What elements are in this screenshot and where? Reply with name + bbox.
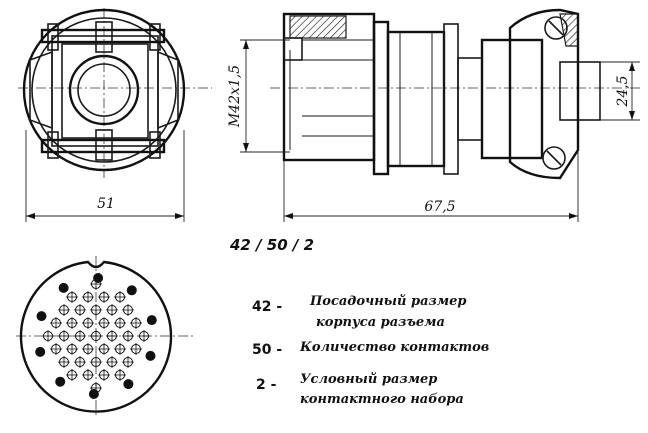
contact-crosshair [90, 330, 102, 342]
contact-crosshair [82, 369, 94, 381]
contact-crosshair [130, 343, 142, 355]
contact-crosshair [114, 343, 126, 355]
front-screw-bottom-center [95, 129, 113, 161]
contact-crosshair [74, 304, 86, 316]
contact-crosshair [50, 317, 62, 329]
contact-crosshair [138, 330, 150, 342]
front-view: 51 [18, 8, 212, 222]
contact-filled [145, 350, 156, 361]
contact-crosshair [66, 317, 78, 329]
front-outer-rim [22, 8, 186, 172]
length-dimension-label: 67,5 [424, 199, 455, 215]
contact-crosshair [106, 330, 118, 342]
legend-item-3-line2: контактного набора [300, 392, 464, 407]
side-clamp-screw-bottom [542, 146, 566, 170]
thread-dimension-label: M42x1,5 [227, 65, 243, 128]
contact-filled [55, 376, 66, 387]
contact-crosshair [122, 330, 134, 342]
width-dimension-label: 51 [97, 196, 115, 212]
legend-item-1-line1: Посадочный размер [309, 294, 467, 309]
designation-code: 42 / 50 / 2 [229, 236, 314, 254]
contact-crosshair [74, 330, 86, 342]
front-center-opening-inner [77, 63, 131, 117]
contact-crosshair [98, 291, 110, 303]
front-screw-top-right [149, 23, 161, 51]
front-screw-top-left [47, 23, 59, 51]
contact-crosshair [122, 356, 134, 368]
legend-item-2-line1: Количество контактов [299, 340, 489, 355]
front-inner-rim [31, 17, 177, 163]
front-center-opening-outer [68, 54, 140, 126]
side-body-cylinder [386, 30, 446, 168]
contact-crosshair [82, 291, 94, 303]
legend: 42 - Посадочный размер корпуса разъема 5… [252, 294, 489, 407]
contact-crosshair [114, 291, 126, 303]
contact-crosshair [106, 304, 118, 316]
side-clamp-screw-top-slot [548, 20, 564, 36]
contact-crosshair [90, 304, 102, 316]
contact-crosshair [74, 356, 86, 368]
front-top-clamp [40, 28, 166, 44]
legend-item-3-line1: Условный размер [300, 372, 437, 387]
pin-layout-contacts [35, 273, 157, 399]
front-bottom-clamp [40, 138, 166, 154]
contact-crosshair [114, 369, 126, 381]
contact-filled [88, 389, 99, 399]
legend-item-3-number: 2 - [256, 377, 277, 393]
contact-crosshair [114, 317, 126, 329]
front-left-wedge [29, 50, 53, 130]
contact-crosshair [106, 356, 118, 368]
contact-crosshair [98, 343, 110, 355]
contact-crosshair [122, 304, 134, 316]
contact-crosshair [66, 343, 78, 355]
legend-item-1-number: 42 - [252, 299, 282, 315]
side-view: M42x1,5 24,5 67,5 [227, 8, 640, 222]
contact-filled [36, 311, 47, 322]
side-cable-stub [559, 61, 601, 121]
front-screw-bottom-right [149, 131, 161, 159]
contact-filled [146, 315, 157, 326]
contact-crosshair [42, 330, 54, 342]
side-neck [457, 57, 483, 141]
contact-crosshair [58, 304, 70, 316]
contact-crosshair [50, 343, 62, 355]
side-flange [372, 20, 390, 176]
side-body-collar [443, 23, 459, 175]
contact-filled [126, 285, 137, 296]
side-back-shell [480, 38, 544, 160]
side-nut-hatched-section [289, 15, 347, 39]
contact-crosshair [98, 317, 110, 329]
contact-crosshair [66, 291, 78, 303]
front-screw-top-center [95, 21, 113, 53]
pin-layout [16, 256, 196, 418]
pin-layout-insert-outline [19, 260, 173, 413]
contact-crosshair [82, 317, 94, 329]
legend-item-2-number: 50 - [252, 342, 282, 358]
side-nut-thread-top [283, 37, 303, 61]
legend-item-1-line2: корпуса разъема [316, 315, 445, 330]
contact-filled [123, 379, 134, 390]
front-screw-bottom-left [47, 131, 59, 159]
side-clamp-screw-bottom-slot [546, 150, 562, 166]
contact-crosshair [66, 369, 78, 381]
contact-filled [93, 273, 104, 283]
contact-crosshair [90, 356, 102, 368]
front-body-inner [61, 43, 149, 139]
side-clamp-hatched-section [559, 13, 579, 47]
front-right-wedge [157, 50, 179, 130]
contact-crosshair [98, 369, 110, 381]
contact-crosshair [82, 343, 94, 355]
cable-dimension-label: 24,5 [615, 75, 631, 107]
contact-crosshair [130, 317, 142, 329]
contact-filled [35, 346, 46, 357]
contact-filled [58, 282, 69, 293]
contact-crosshair [58, 356, 70, 368]
contact-crosshair [58, 330, 70, 342]
